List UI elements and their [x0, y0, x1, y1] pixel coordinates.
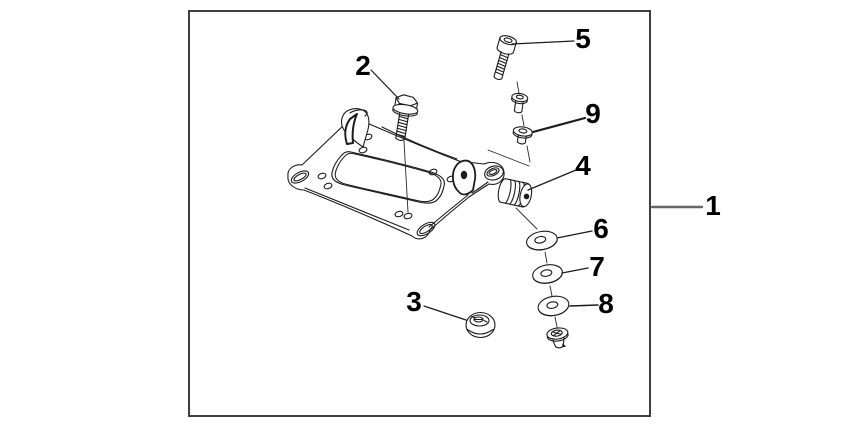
callout-5-leader	[511, 40, 575, 45]
callout-9: 9	[585, 98, 601, 129]
washer-6-drawing	[526, 230, 558, 251]
collar-drawing	[511, 92, 529, 114]
bracket-plate-drawing	[287, 108, 505, 240]
slot-bottom	[416, 221, 436, 237]
plate-holes	[317, 133, 456, 220]
callout-3: 3	[406, 286, 422, 317]
callout-6-leader	[556, 230, 593, 239]
rear-tab	[452, 159, 477, 196]
callout-7: 7	[589, 251, 605, 282]
callout-1: 1	[705, 190, 721, 221]
callout-4-leader	[527, 169, 577, 191]
sleeve-drawing	[512, 126, 533, 145]
callout-2-leader	[370, 69, 400, 100]
damper-drawing	[497, 178, 533, 208]
flange-bolt-drawing	[392, 94, 419, 141]
callout-9-leader	[531, 116, 587, 134]
arm-eyelet	[484, 165, 504, 181]
front-tab	[340, 108, 370, 148]
callout-leaders	[370, 40, 704, 321]
washer-8-drawing	[537, 295, 570, 317]
push-rivet-drawing	[546, 327, 569, 349]
callout-4: 4	[575, 150, 591, 181]
washer-7-drawing	[532, 264, 563, 284]
callout-5: 5	[575, 23, 591, 54]
clip-nut-drawing	[465, 311, 496, 339]
callout-2: 2	[355, 50, 371, 81]
callout-7-leader	[561, 267, 589, 274]
callout-8-leader	[569, 304, 599, 307]
callout-6: 6	[593, 213, 609, 244]
callout-3-leader	[423, 305, 467, 321]
socket-bolt-drawing	[493, 35, 517, 80]
callout-8: 8	[598, 288, 614, 319]
slot-left	[290, 170, 310, 184]
assembly-axis-lines	[403, 81, 558, 328]
